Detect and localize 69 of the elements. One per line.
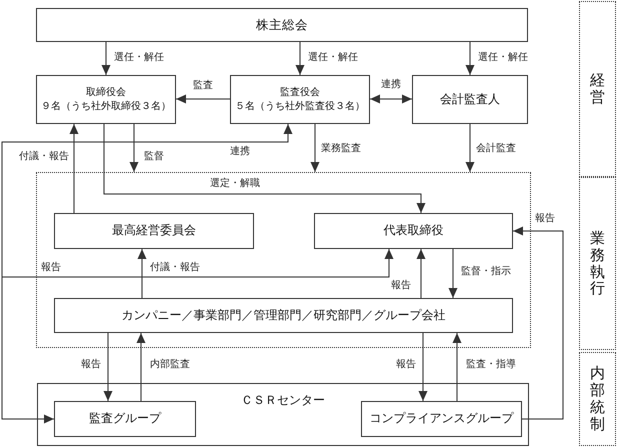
- group-heading: ＣＳＲセンター: [241, 393, 325, 408]
- edge-label: 会計監査: [476, 143, 516, 155]
- org-box: [230, 75, 370, 124]
- section-label: 経営: [590, 72, 605, 106]
- edge-label: 報告: [535, 213, 555, 225]
- arrow: [104, 332, 112, 402]
- section-band: [579, 352, 616, 446]
- arrow: [70, 124, 78, 214]
- org-box: [314, 213, 513, 249]
- arrow: [416, 248, 426, 298]
- arrow: [2, 248, 394, 420]
- arrow: [466, 42, 474, 76]
- arrow: [296, 42, 304, 76]
- arrow: [136, 332, 146, 402]
- org-name: 最高経営委員会: [112, 223, 196, 239]
- org-name: コンプライアンスグループ: [370, 411, 514, 427]
- org-name: カンパニー／事業部門／管理部門／研究部門／グループ会社: [122, 308, 446, 324]
- org-name: 会計監査人: [440, 92, 500, 108]
- edge-label: 選任・解任: [308, 52, 358, 64]
- edge-label: 連携: [381, 79, 401, 91]
- edge-label: 内部監査: [150, 359, 190, 371]
- org-box: [54, 213, 254, 249]
- double-arrow: [370, 94, 412, 104]
- org-name: 取締役会: [86, 86, 126, 100]
- arrow: [176, 94, 230, 104]
- org-box: [36, 75, 176, 124]
- arrow: [448, 248, 458, 298]
- section-label: 内部統制: [590, 365, 605, 433]
- org-name: 監査役会: [280, 86, 320, 100]
- member-count: ９名（うち社外取締役３名）: [41, 100, 171, 113]
- org-box: [412, 75, 528, 124]
- org-name: 監査グループ: [89, 411, 161, 427]
- section-band: [579, 1, 616, 177]
- section-band: [579, 177, 616, 350]
- section-label: 業務執行: [590, 230, 605, 298]
- dotted-frame: [36, 172, 531, 348]
- arrow: [418, 332, 428, 402]
- arrow: [104, 124, 426, 214]
- edge-label: 監査・指導: [466, 359, 516, 371]
- edge-label: 付議・報告: [19, 151, 69, 163]
- member-count: ５名（うち社外監査役３名）: [235, 100, 365, 113]
- edge-label: 監督・指示: [461, 266, 511, 278]
- org-box: [361, 401, 522, 437]
- edge-label: 報告: [391, 280, 411, 292]
- arrow: [466, 124, 474, 172]
- edge-label: 報告: [81, 359, 101, 371]
- edge-label: 選任・解任: [478, 52, 528, 64]
- arrow: [512, 226, 564, 420]
- edge-label: 業務監査: [321, 143, 361, 155]
- arrow: [452, 332, 462, 402]
- org-box: [36, 8, 528, 42]
- arrow: [102, 42, 110, 76]
- org-box: [54, 298, 513, 333]
- edge-label: 報告: [41, 262, 61, 274]
- org-name: 代表取締役: [384, 223, 444, 239]
- edge-label: 報告: [396, 359, 416, 371]
- edge-label: 連携: [230, 146, 250, 158]
- edge-label: 選任・解任: [114, 52, 164, 64]
- org-box: [54, 401, 196, 437]
- arrow: [130, 124, 138, 172]
- arrow: [310, 124, 320, 172]
- edge-label: 選定・解職: [210, 178, 260, 190]
- double-arrow: [2, 124, 292, 424]
- arrow: [138, 248, 146, 298]
- edge-label: 監督: [144, 151, 164, 163]
- org-name: 株主総会: [256, 16, 308, 34]
- edge-label: 付議・報告: [150, 262, 200, 274]
- group-frame: [37, 383, 529, 446]
- edge-label: 監査: [193, 80, 213, 92]
